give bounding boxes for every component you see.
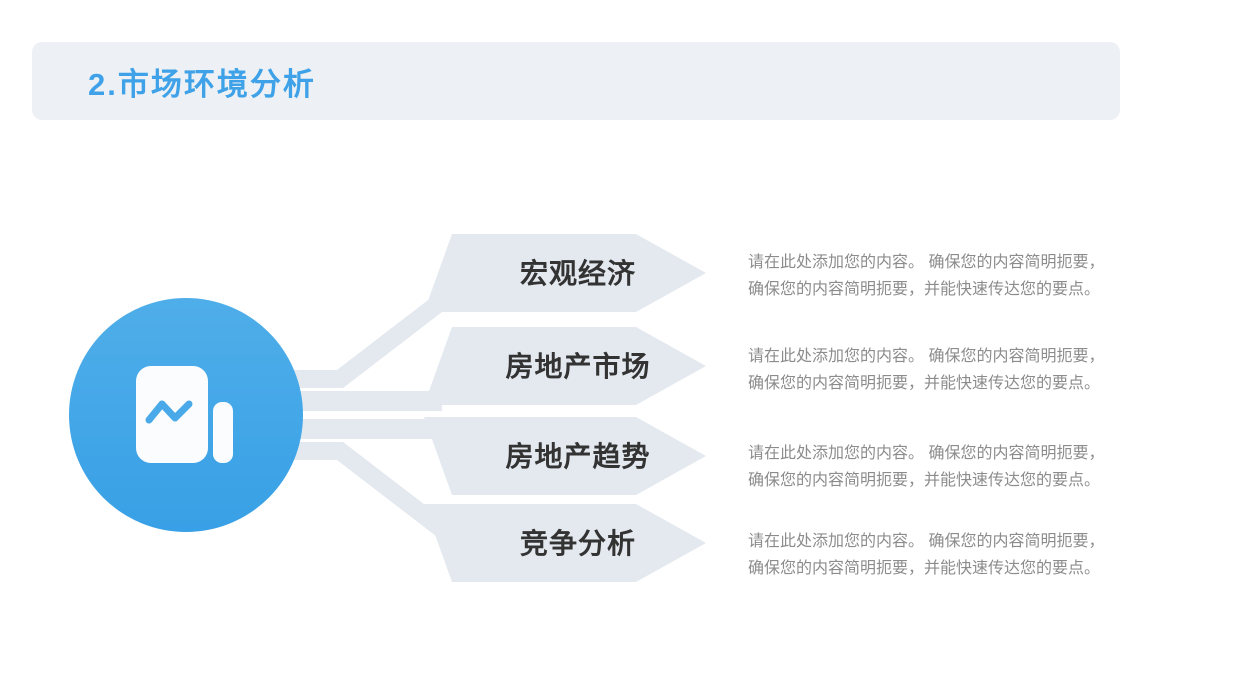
slide-title-bar: 2.市场环境分析 — [32, 42, 1120, 120]
banner-arrow-1 — [424, 234, 706, 312]
description-block-4: 请在此处添加您的内容。 确保您的内容简明扼要， 确保您的内容简明扼要，并能快速传… — [748, 528, 1180, 582]
banner-label-2: 房地产市场 — [505, 350, 650, 382]
banner-labels: 宏观经济 房地产市场 房地产趋势 竞争分析 — [505, 257, 650, 559]
description-line: 请在此处添加您的内容。 确保您的内容简明扼要， — [748, 533, 1105, 550]
banner-arrow-3 — [424, 417, 706, 495]
trend-zigzag-line — [145, 400, 193, 424]
banner-arrows — [424, 234, 706, 582]
description-line: 确保您的内容简明扼要，并能快速传达您的要点。 — [748, 560, 1101, 577]
description-block-2: 请在此处添加您的内容。 确保您的内容简明扼要， 确保您的内容简明扼要，并能快速传… — [748, 343, 1180, 397]
slide-title: 2.市场环境分析 — [88, 66, 316, 102]
description-line: 确保您的内容简明扼要，并能快速传达您的要点。 — [748, 472, 1101, 489]
description-line: 确保您的内容简明扼要，并能快速传达您的要点。 — [748, 281, 1101, 298]
description-block-1: 请在此处添加您的内容。 确保您的内容简明扼要， 确保您的内容简明扼要，并能快速传… — [748, 249, 1180, 303]
description-line: 确保您的内容简明扼要，并能快速传达您的要点。 — [748, 375, 1101, 392]
banner-arrow-2 — [424, 327, 706, 405]
report-chart-icon — [136, 366, 233, 463]
description-line: 请在此处添加您的内容。 确保您的内容简明扼要， — [748, 445, 1105, 462]
banner-label-3: 房地产趋势 — [505, 440, 650, 472]
description-line: 请在此处添加您的内容。 确保您的内容简明扼要， — [748, 348, 1105, 365]
description-block-3: 请在此处添加您的内容。 确保您的内容简明扼要， 确保您的内容简明扼要，并能快速传… — [748, 440, 1180, 494]
report-sidebar-shape — [213, 402, 233, 463]
banner-label-1: 宏观经济 — [520, 257, 636, 289]
banner-label-4: 竞争分析 — [520, 527, 636, 559]
banner-arrow-4 — [424, 504, 706, 582]
description-line: 请在此处添加您的内容。 确保您的内容简明扼要， — [748, 254, 1105, 271]
center-circle-badge — [69, 298, 303, 532]
